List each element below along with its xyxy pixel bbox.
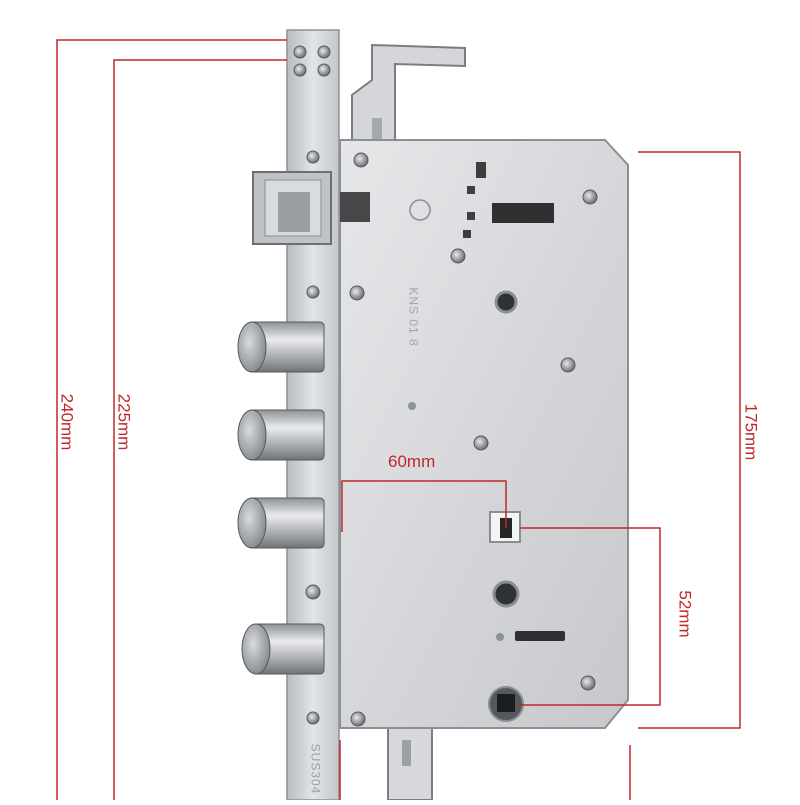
- dimension-label-60: 60mm: [388, 452, 436, 471]
- dimension-label-225: 225mm: [114, 393, 134, 451]
- dim-line-60: [341, 480, 507, 532]
- faceplate-stamp: SUS304: [308, 743, 323, 795]
- dim-line-52: [520, 527, 661, 706]
- dimension-label-175: 175mm: [741, 403, 761, 461]
- case-engraving: KNS 01 8: [406, 287, 421, 347]
- dimension-label-240: 240mm: [57, 393, 77, 451]
- latch-bolt: [252, 171, 370, 245]
- top-bracket: [351, 43, 466, 151]
- lock-case: [339, 139, 629, 729]
- dim-line-175: [638, 151, 741, 729]
- faceplate-screws: [293, 45, 331, 725]
- dimension-lines: [56, 39, 741, 800]
- case-screws: [349, 152, 598, 727]
- case-features: [408, 162, 565, 722]
- dim-line-240: [56, 39, 287, 800]
- dimension-label-52: 52mm: [675, 590, 695, 638]
- dim-line-225: [113, 59, 287, 800]
- deadbolt-cylinders: [237, 321, 325, 675]
